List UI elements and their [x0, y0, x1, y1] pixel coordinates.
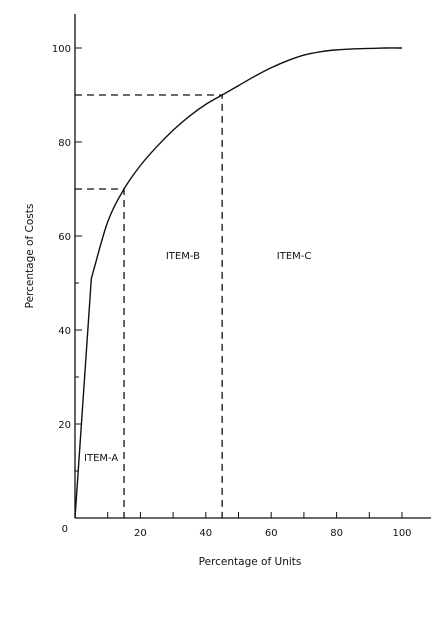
x-tick-label: 80 — [330, 528, 343, 539]
x-tick-label: 100 — [392, 528, 411, 539]
x-tick-label: 20 — [134, 528, 147, 539]
x-tick-label: 60 — [265, 528, 278, 539]
y-tick-label: 80 — [58, 138, 71, 149]
x-tick-label: 40 — [199, 528, 212, 539]
y-tick-label: 20 — [58, 420, 71, 431]
y-tick-label: 0 — [62, 524, 68, 535]
region-label-item-c: ITEM-C — [277, 251, 312, 262]
region-label-item-a: ITEM-A — [84, 453, 118, 464]
reference-line — [75, 188, 125, 518]
y-axis-title: Percentage of Costs — [24, 204, 36, 309]
x-axis-title: Percentage of Units — [199, 556, 302, 568]
cumulative-cost-curve — [74, 47, 403, 519]
y-tick-label: 100 — [52, 44, 71, 55]
y-tick-label: 60 — [58, 232, 71, 243]
region-label-item-b: ITEM-B — [166, 251, 200, 262]
y-tick-label: 40 — [58, 326, 71, 337]
